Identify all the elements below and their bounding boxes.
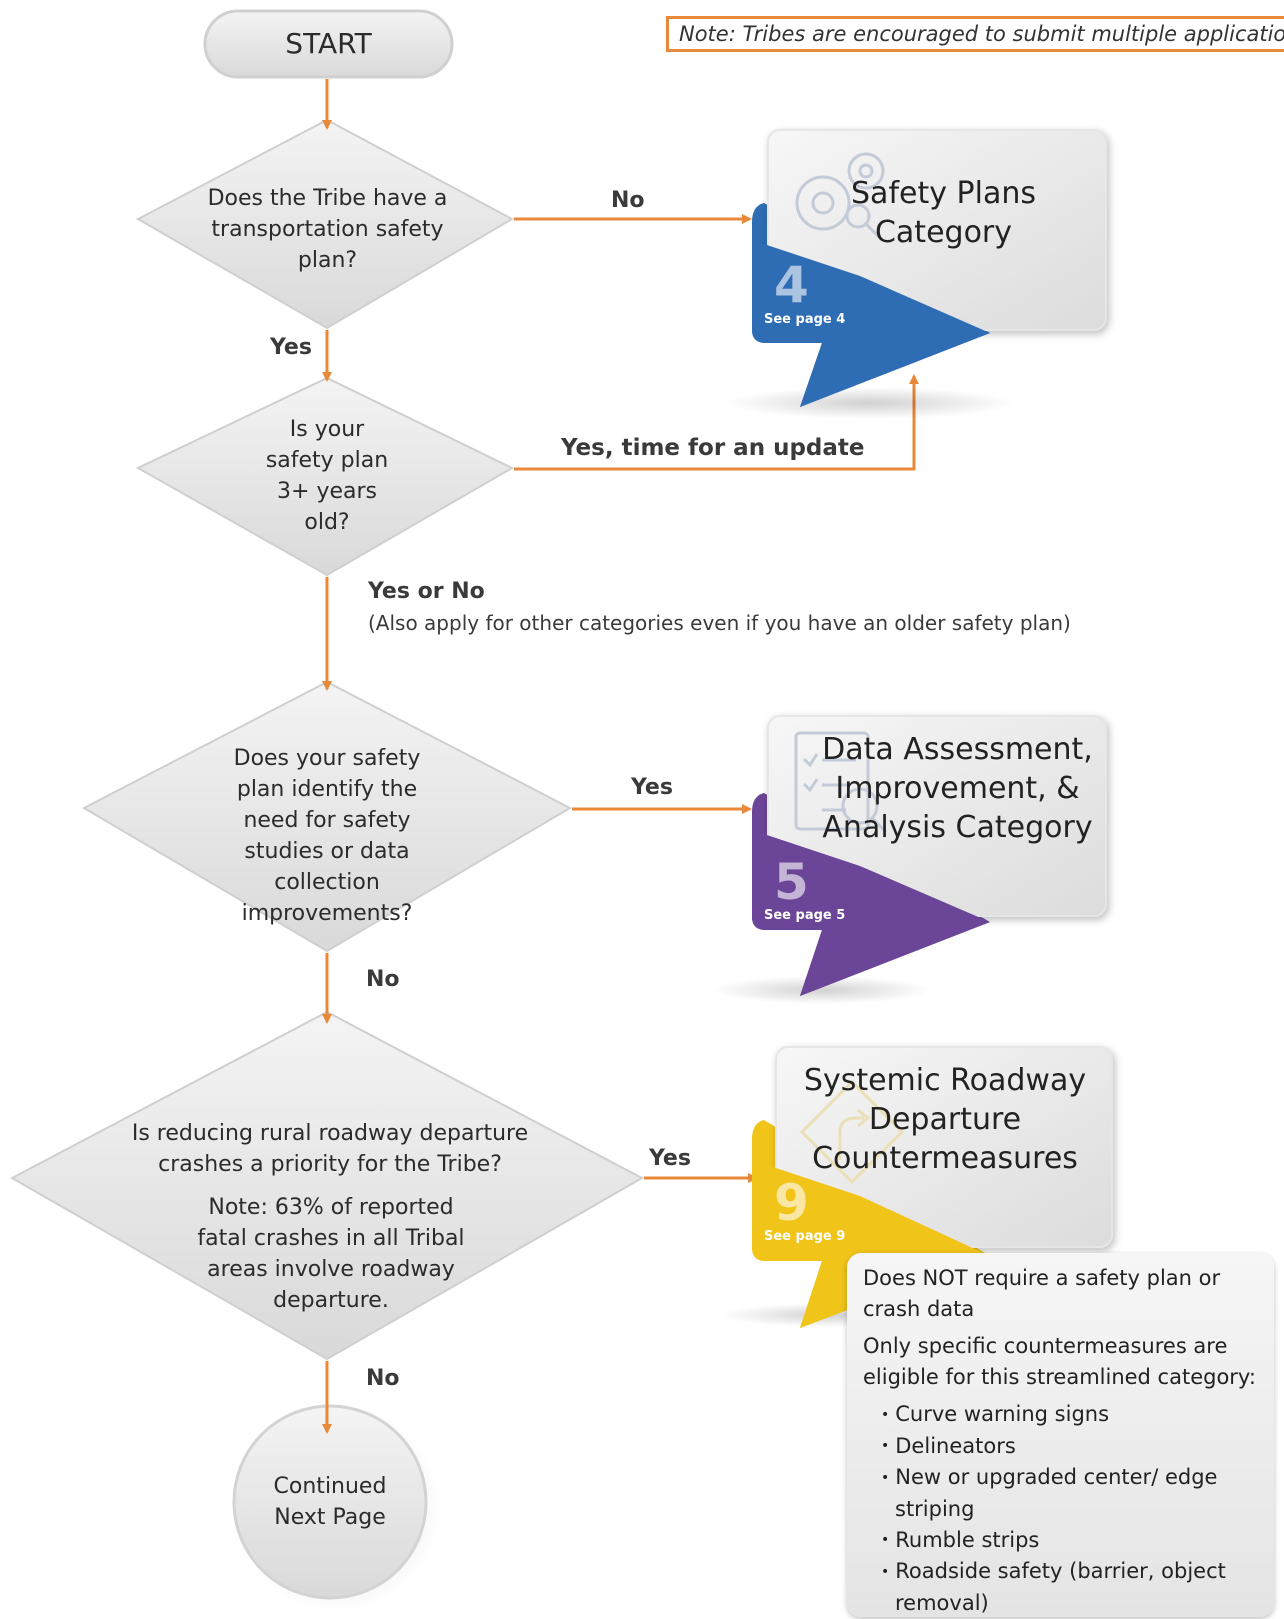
edge-q1-no: No bbox=[611, 188, 645, 213]
decision-diamond-1 bbox=[135, 118, 515, 330]
checklist-icon bbox=[794, 731, 888, 834]
list-item: Delineators bbox=[881, 1431, 1258, 1463]
edge-q3-no: No bbox=[366, 967, 400, 992]
category-9-badge-front bbox=[752, 1160, 990, 1328]
category-9-see-page: See page 9 bbox=[764, 1229, 846, 1244]
category-5-number: 5 bbox=[774, 853, 809, 911]
requirements-line-1: Does NOT require a safety plan or crash … bbox=[863, 1266, 1221, 1321]
decision-diamond-2 bbox=[135, 376, 515, 577]
category-4-badge-front bbox=[752, 240, 990, 407]
category-4-see-page: See page 4 bbox=[764, 312, 846, 327]
start-label: START bbox=[285, 27, 372, 60]
start-terminal bbox=[203, 9, 454, 79]
question-4: Is reducing rural roadway departure cras… bbox=[131, 1121, 529, 1177]
category-5-badge-front bbox=[752, 830, 990, 996]
decision-diamond-4 bbox=[9, 1010, 645, 1361]
question-1: Does the Tribe have a transportation saf… bbox=[207, 186, 448, 273]
question-4-note: Note: 63% of reported fatal crashes in a… bbox=[197, 1195, 465, 1313]
category-9-title: Systemic Roadway Departure Countermeasur… bbox=[803, 1063, 1087, 1176]
decision-diamond-3 bbox=[81, 680, 573, 953]
countermeasure-list: Curve warning signs Delineators New or u… bbox=[863, 1399, 1258, 1619]
requirements-box: Does NOT require a safety plan or crash … bbox=[847, 1253, 1274, 1617]
question-3: Does your safety plan identify the need … bbox=[233, 746, 421, 926]
edge-q4-yes: Yes bbox=[649, 1146, 691, 1171]
list-item: Roadside safety (barrier, object removal… bbox=[881, 1556, 1258, 1619]
category-9-number: 9 bbox=[774, 1174, 809, 1232]
category-4-title: Safety Plans Category bbox=[851, 176, 1036, 250]
edge-q1-yes: Yes bbox=[270, 335, 312, 360]
continued-terminal bbox=[232, 1404, 428, 1600]
note-box: Note: Tribes are encouraged to submit mu… bbox=[666, 16, 1284, 52]
curve-sign-icon bbox=[799, 1079, 905, 1185]
category-4-number: 4 bbox=[774, 256, 809, 314]
edge-q3-yes: Yes bbox=[631, 775, 673, 800]
category-5-shadow bbox=[712, 976, 932, 1004]
gears-icon bbox=[795, 152, 885, 240]
continued-label: Continued Next Page bbox=[273, 1474, 387, 1530]
question-2: Is your safety plan 3+ years old? bbox=[265, 417, 389, 535]
edge-q2-also-apply: (Also apply for other categories even if… bbox=[368, 611, 1071, 635]
category-5-see-page: See page 5 bbox=[764, 908, 846, 923]
edge-q2-update: Yes, time for an update bbox=[561, 435, 865, 461]
category-4-shadow bbox=[725, 387, 1015, 419]
list-item: Curve warning signs bbox=[881, 1399, 1258, 1431]
list-item: New or upgraded center/ edge striping bbox=[881, 1462, 1258, 1525]
list-item: Rumble strips bbox=[881, 1525, 1258, 1557]
edge-q2-yes-or-no: Yes or No bbox=[368, 579, 485, 604]
requirements-line-2: Only specific countermeasures are eligib… bbox=[863, 1334, 1256, 1389]
category-5-title: Data Assessment, Improvement, & Analysis… bbox=[822, 732, 1093, 845]
edge-q4-no: No bbox=[366, 1366, 400, 1391]
